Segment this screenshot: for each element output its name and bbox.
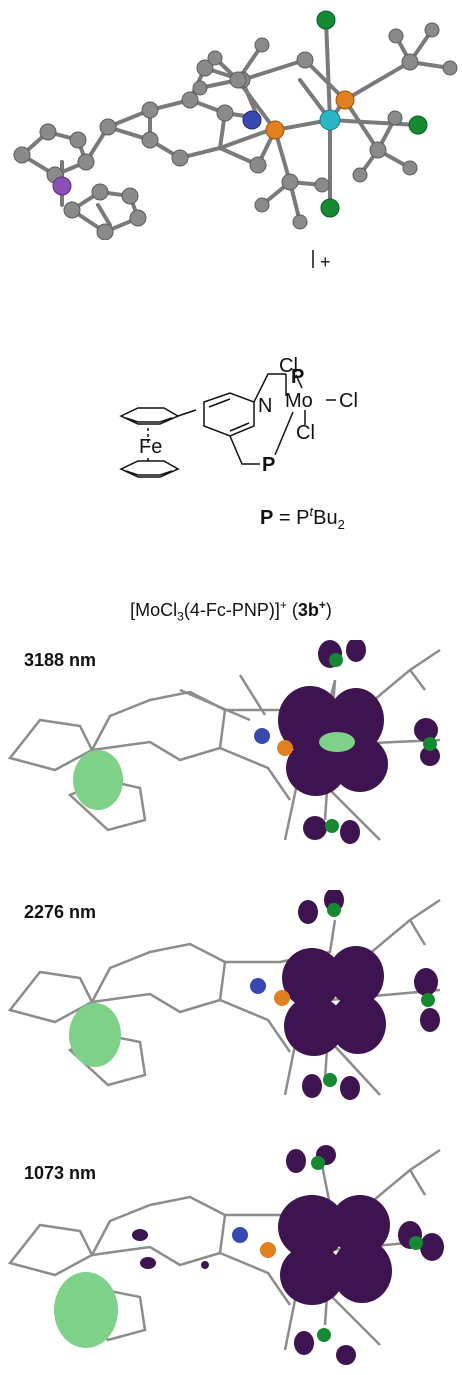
cl-right-label: Cl — [339, 390, 358, 412]
orbital-label: 2276 nm — [24, 902, 96, 922]
phosphorus-atom — [335, 90, 355, 110]
ball-and-stick-structure — [0, 0, 462, 240]
chlorine-atom — [408, 115, 428, 135]
scheme-labels: Cl P + N Mo Cl Fe P Cl P = PtBu2 — [139, 252, 358, 532]
orbital-label: 1073 nm — [24, 1163, 96, 1183]
n-label: N — [258, 395, 272, 417]
charge-label: + — [320, 252, 331, 272]
iron-atom — [52, 176, 72, 196]
mo-label: Mo — [285, 390, 313, 412]
bond-network — [18, 18, 452, 235]
orbital-panel-2276: 2276 nm — [0, 890, 462, 1125]
orbital-panel-1073: 1073 nm — [0, 1125, 462, 1375]
orbital-lobes — [54, 1145, 444, 1365]
p-top-label: P — [291, 366, 304, 388]
chlorine-atom — [320, 198, 340, 218]
fe-label: Fe — [139, 436, 162, 458]
molybdenum-atom — [319, 109, 341, 131]
cl-bottom-label: Cl — [296, 422, 315, 444]
p-definition: P = PtBu2 — [260, 504, 345, 532]
orbital-lobes — [73, 640, 440, 844]
orbital-lobes — [69, 890, 440, 1100]
compound-caption: [MoCl3(4-Fc-PNP)]+ (3b+) — [130, 598, 332, 624]
scheme-bonds — [119, 250, 336, 478]
chemical-scheme: Cl P + N Mo Cl Fe P Cl P = PtBu2 — [0, 250, 462, 590]
orbital-label: 3188 nm — [24, 650, 96, 670]
atoms — [13, 10, 458, 240]
cl-top-label: Cl — [279, 355, 298, 377]
phosphorus-atom — [265, 120, 285, 140]
chlorine-atom — [316, 10, 336, 30]
p-bottom-label: P — [262, 454, 275, 476]
nitrogen-atom — [242, 110, 262, 130]
orbital-panel-3188: 3188 nm — [0, 640, 462, 880]
